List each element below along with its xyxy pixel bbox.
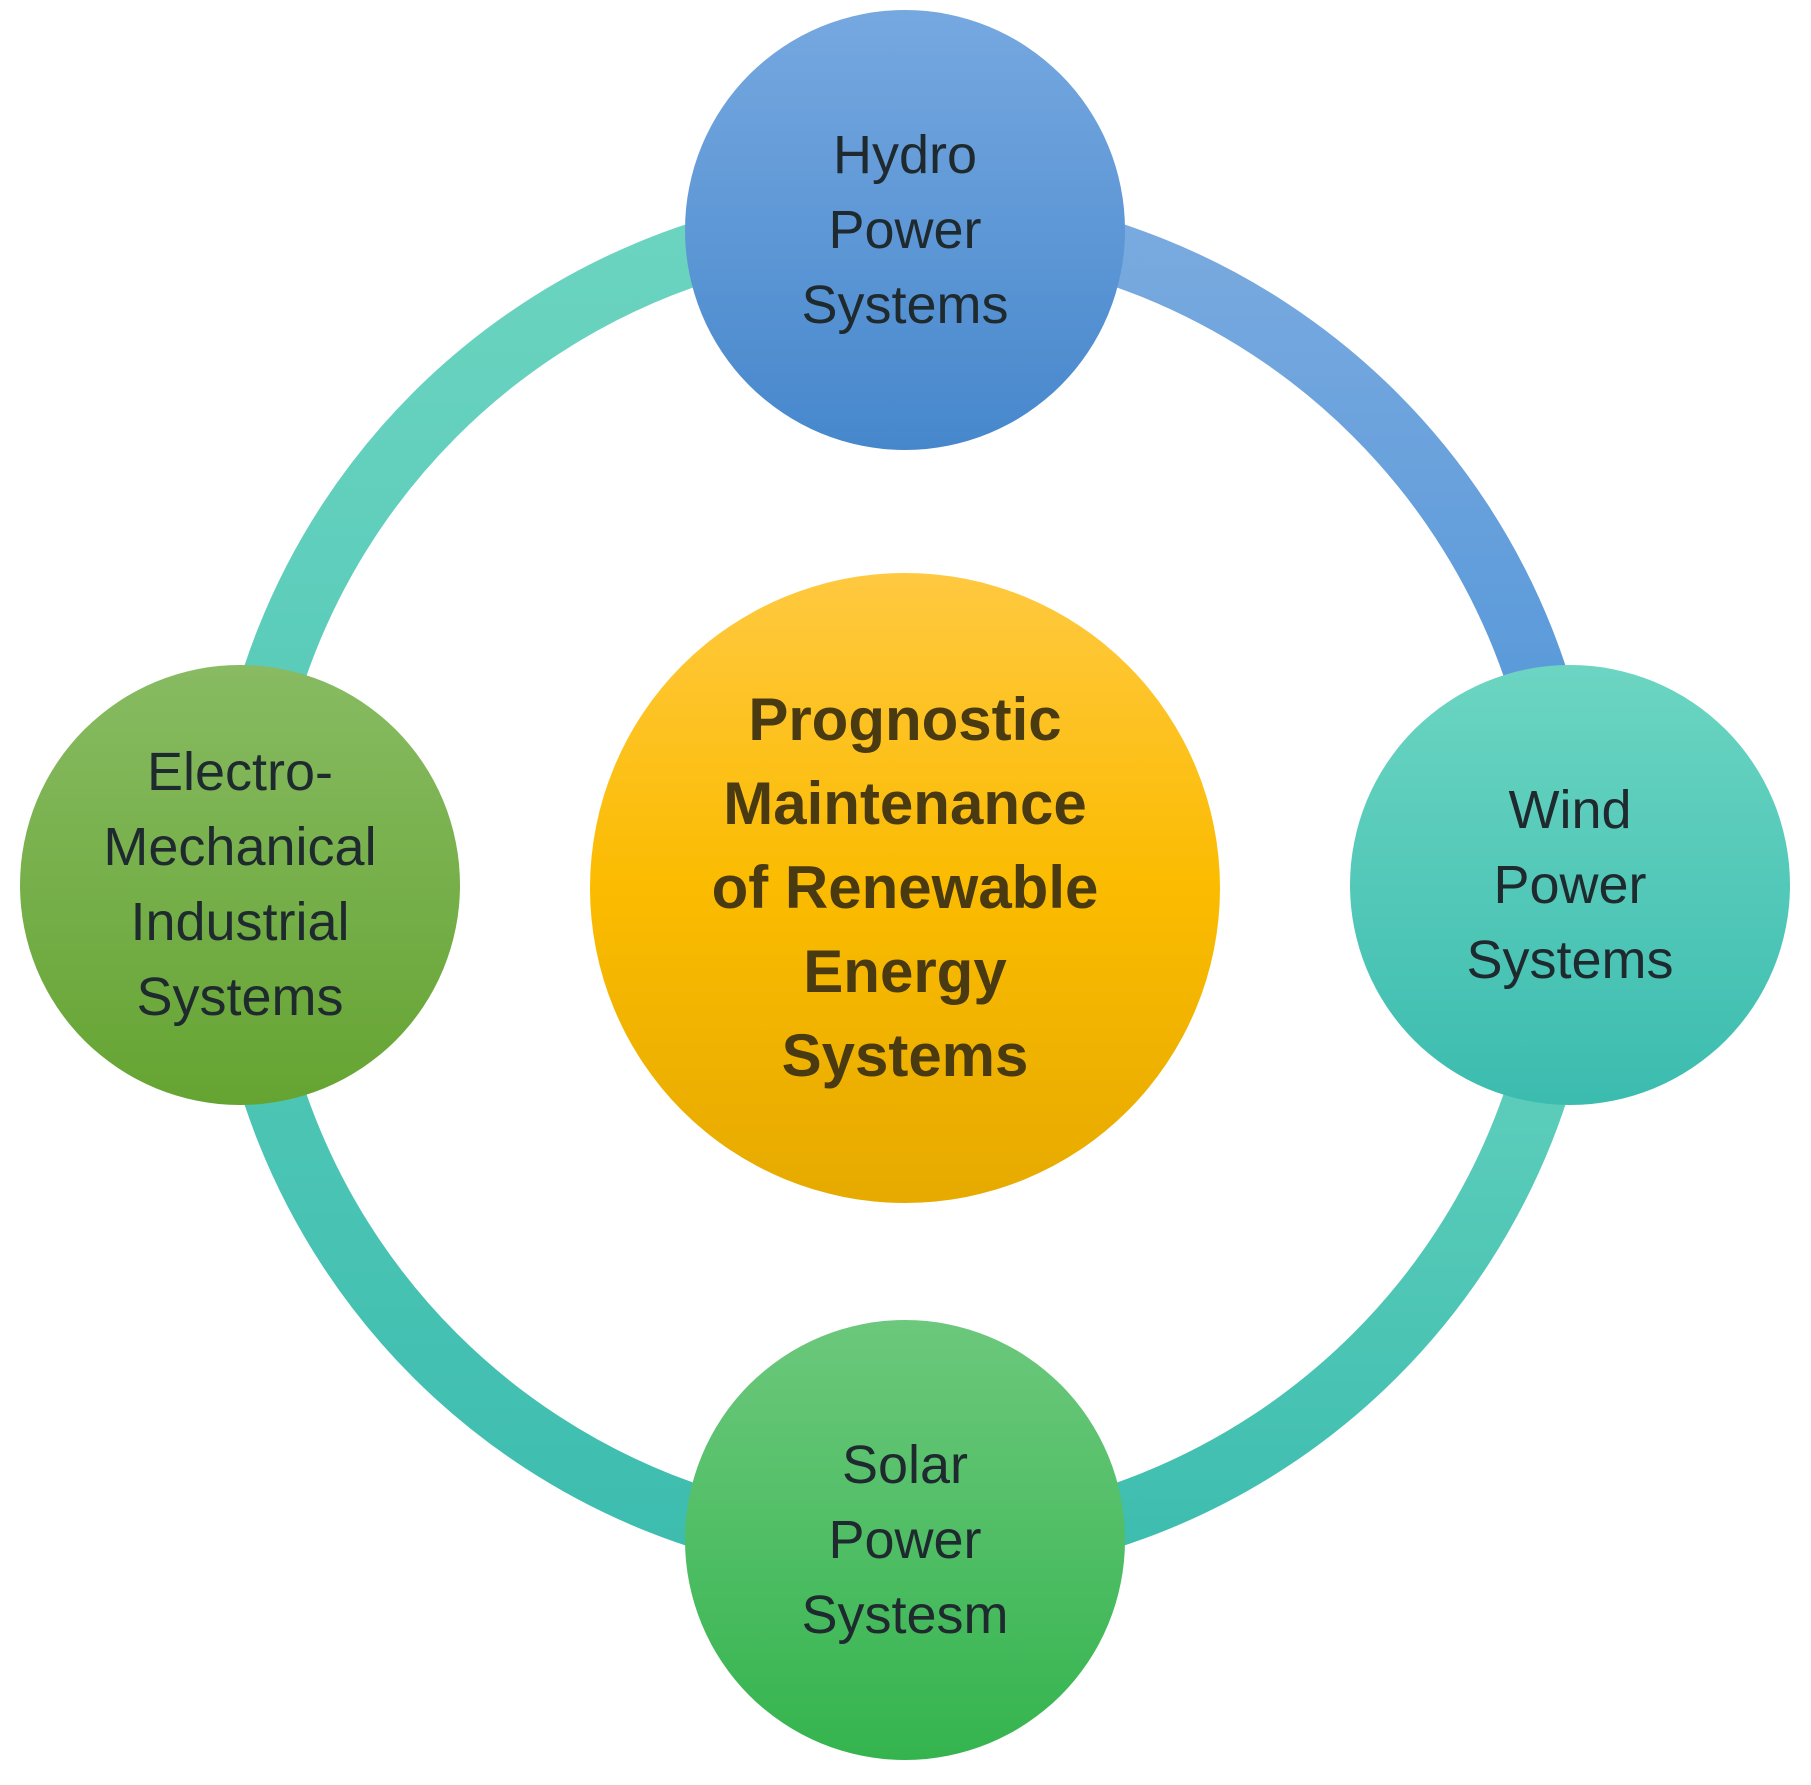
center-line-1: Prognostic (748, 686, 1062, 753)
wind-line-2: Power (1493, 854, 1647, 915)
center-circle (590, 573, 1220, 1203)
center-line-2: Maintenance (723, 770, 1087, 837)
electro-line-3: Industrial (130, 892, 350, 952)
wind-line-3: Systems (1466, 929, 1674, 990)
center-line-4: Energy (803, 938, 1007, 1005)
electro-line-4: Systems (136, 967, 344, 1027)
hydro-line-3: Systems (801, 274, 1009, 335)
solar-label: Solar Power Systesm (705, 1340, 1105, 1740)
hydro-line-1: Hydro (832, 124, 978, 185)
hydro-label: Hydro Power Systems (705, 30, 1105, 430)
wind-line-1: Wind (1508, 779, 1632, 840)
hydro-circle (685, 10, 1125, 450)
solar-line-1: Solar (841, 1434, 969, 1495)
center-line-5: Systems (781, 1022, 1029, 1089)
electro-line-2: Mechanical (103, 817, 377, 877)
hydro-line-2: Power (828, 199, 982, 260)
wind-circle (1350, 665, 1790, 1105)
electro-circle (20, 665, 460, 1105)
solar-line-2: Power (828, 1509, 982, 1570)
electro-label: Electro- Mechanical Industrial Systems (40, 685, 440, 1085)
wind-label: Wind Power Systems (1370, 685, 1770, 1085)
solar-line-3: Systesm (801, 1584, 1009, 1645)
center-label: Prognostic Maintenance of Renewable Ener… (605, 588, 1205, 1188)
electro-line-1: Electro- (146, 742, 334, 802)
solar-circle (685, 1320, 1125, 1760)
center-line-3: of Renewable (711, 854, 1099, 921)
